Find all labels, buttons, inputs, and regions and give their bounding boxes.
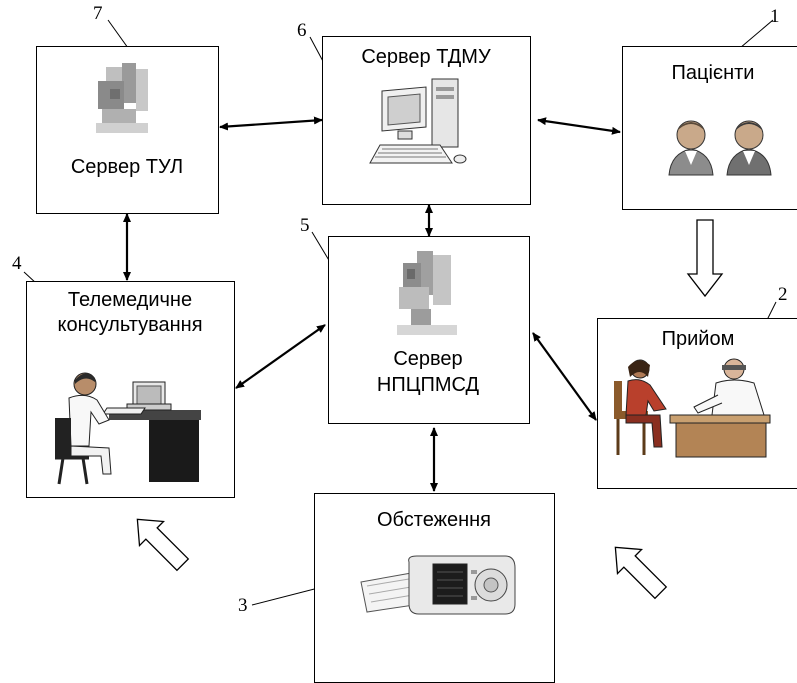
- connections-layer: [23, 19, 777, 606]
- node-label: Сервер ТУЛ: [70, 156, 184, 178]
- node-server-tdmu: Сервер ТДМУ: [322, 36, 531, 205]
- flow-arrow-down-left: [614, 546, 668, 600]
- node-label: Пацієнти: [671, 62, 755, 84]
- node-label-line2: НПЦПМСД: [376, 374, 480, 396]
- node-server-npc: Сервер НПЦПМСД: [328, 236, 530, 424]
- node-label: Прийом: [661, 328, 735, 350]
- node-number: 1: [770, 6, 780, 27]
- arrow-npc-reception: [532, 332, 597, 421]
- arrow-tul-tdmu: [219, 116, 323, 131]
- node-label: Обстеження: [376, 509, 492, 531]
- doctor-patient-consultation-icon: [614, 358, 771, 458]
- node-server-tul: Сервер ТУЛ: [36, 46, 219, 214]
- node-reception: Прийом: [597, 318, 797, 489]
- flow-arrow-down: [686, 219, 724, 298]
- node-label: Сервер ТДМУ: [361, 46, 491, 68]
- node-number: 6: [297, 20, 307, 41]
- node-patients: Пацієнти: [622, 46, 797, 210]
- flow-arrow-up-left: [136, 518, 190, 572]
- arrow-npc-telemed: [235, 324, 326, 389]
- desktop-computer-icon: [369, 78, 467, 164]
- node-number: 3: [238, 595, 248, 616]
- node-number: 4: [12, 253, 22, 274]
- node-label-line1: Телемедичне: [67, 289, 193, 311]
- node-number: 2: [778, 284, 788, 305]
- arrow-tdmu-patients: [537, 117, 621, 135]
- server-pixelated-icon: [96, 63, 148, 133]
- patients-icon: [668, 120, 772, 176]
- node-label-line1: Сервер: [393, 348, 463, 370]
- node-label-line2: консультування: [57, 314, 203, 336]
- ecg-device-icon: [360, 555, 516, 615]
- node-telemedicine: Телемедичне консультування: [26, 281, 235, 498]
- doctor-at-workstation-icon: [55, 372, 201, 485]
- server-pixelated-icon: [397, 251, 457, 335]
- node-examination: Обстеження: [314, 493, 555, 683]
- node-number: 5: [300, 215, 310, 236]
- node-number: 7: [93, 3, 103, 24]
